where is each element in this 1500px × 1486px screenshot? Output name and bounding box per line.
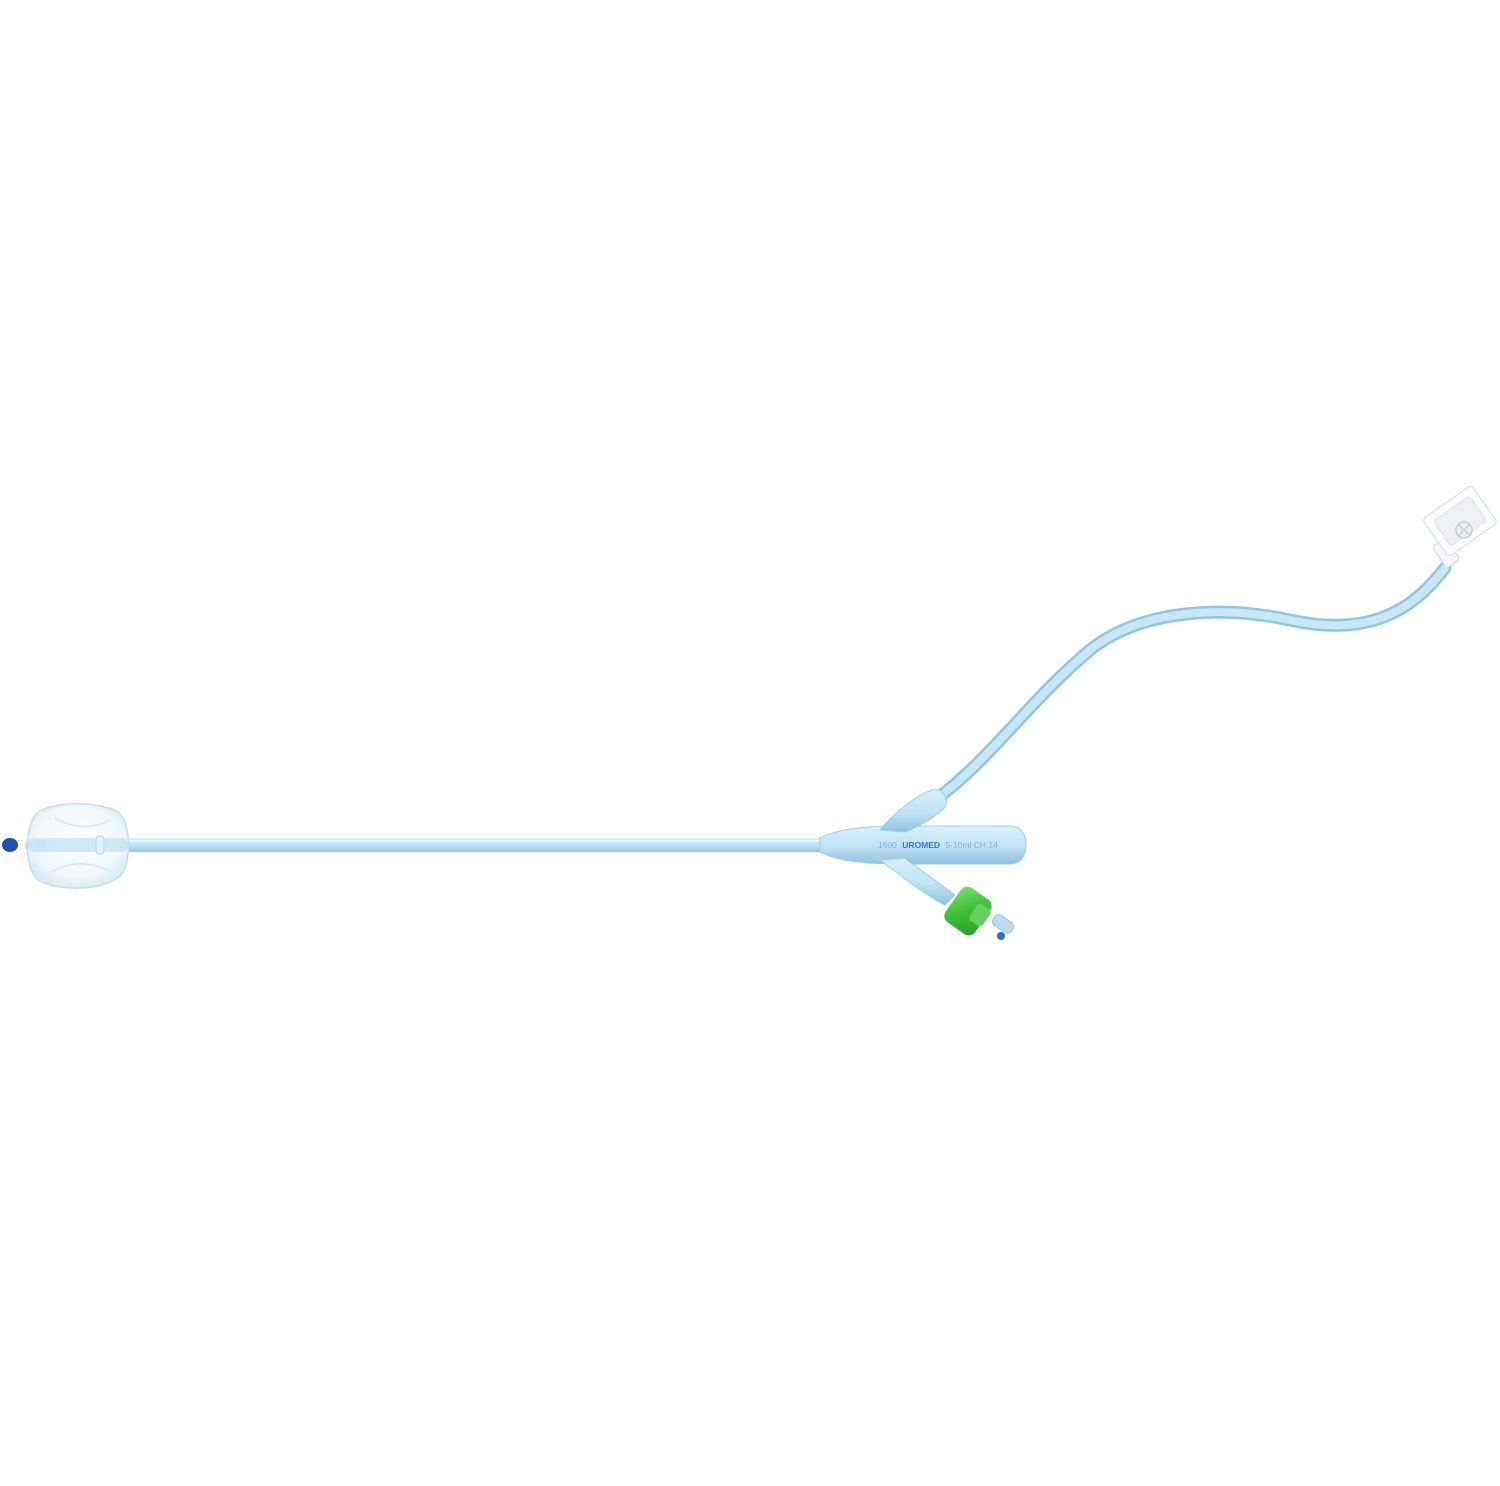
drainage-connector	[1423, 486, 1497, 568]
catheter-tip-icon	[2, 838, 18, 852]
catheter-label-part-1: 1600	[878, 840, 897, 850]
catheter-label: 1600 UROMED 5-10ml CH.14	[878, 840, 998, 850]
inflation-valve	[944, 886, 1014, 940]
catheter-label-part-2: 5-10ml CH.14	[945, 840, 998, 850]
inflation-arm	[878, 857, 956, 906]
balloon-fold	[51, 817, 113, 873]
balloon-shaft-section	[28, 838, 128, 852]
catheter-funnel-hub	[819, 825, 1027, 865]
drainage-arm	[878, 789, 947, 833]
drainage-tube-highlight	[931, 564, 1449, 804]
drainage-tube	[928, 561, 1452, 807]
catheter-label-brand: UROMED	[902, 840, 940, 850]
balloon-inflation-port	[95, 835, 105, 855]
connector-cap-icon	[1455, 521, 1473, 539]
